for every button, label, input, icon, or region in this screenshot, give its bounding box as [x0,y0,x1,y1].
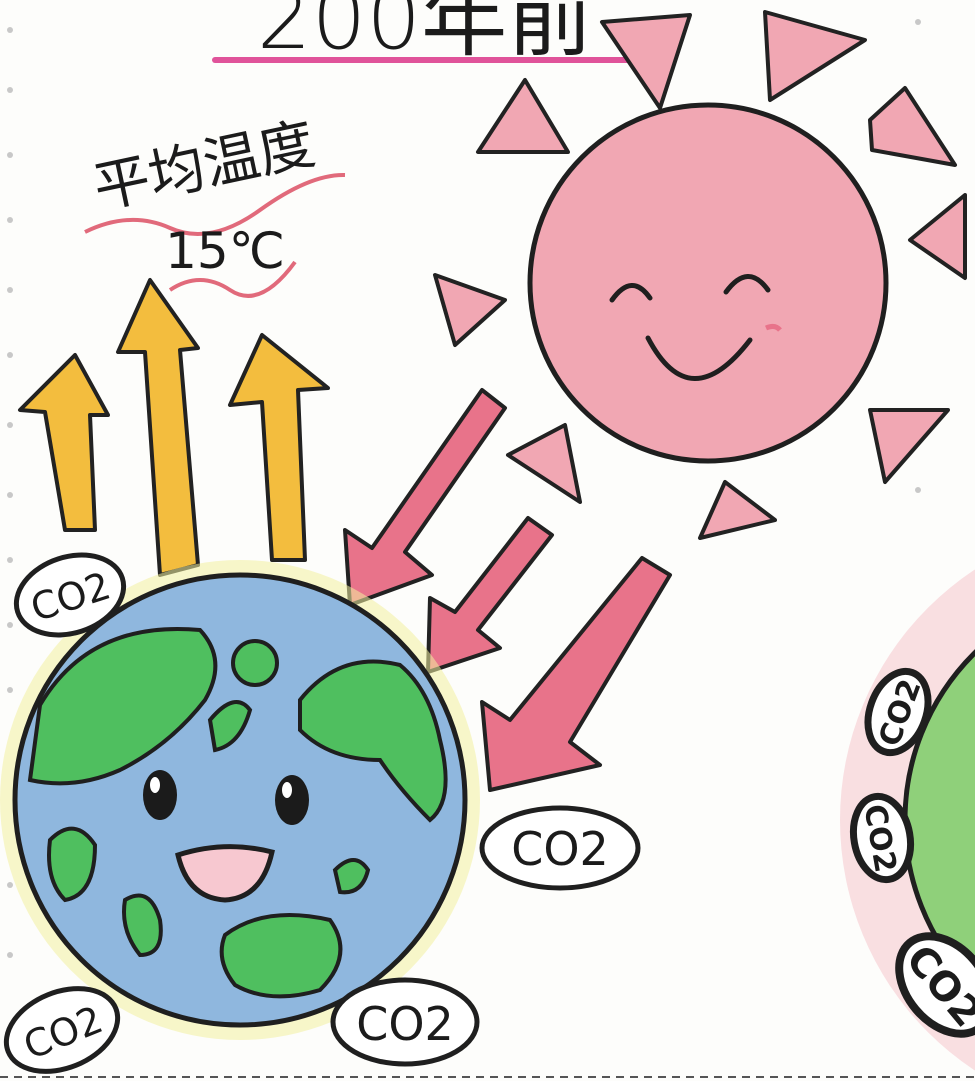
temperature-value-underline [168,260,297,298]
second-earth-partial: CO2 CO2 CO2 [840,569,975,1071]
temperature-label: 平均温度 [88,112,321,222]
island-right [332,858,371,895]
sun-body [527,102,889,464]
earth-right-eye [275,775,309,825]
earth-left-eye-shine [150,777,160,793]
continent-bottom [219,913,343,999]
sun-right-eye [723,274,771,295]
continent-left [27,627,218,786]
island-japan [207,700,253,753]
sunlight-arrow-3 [480,556,672,792]
earth [12,572,468,1028]
temperature-annotation: 平均温度 [88,112,321,222]
sun-smile [645,335,753,381]
co2-label: CO2 [511,822,609,876]
sun [527,102,889,464]
sunlight-arrow-1 [343,388,507,607]
heat-arrow-middle [116,278,200,577]
temperature-label-underline [84,172,346,236]
sun-left-eye [609,283,653,303]
sunlight-arrow-2 [426,516,554,674]
island-bottom-left [122,893,163,958]
incoming-sunlight-arrows [343,388,672,792]
sun-rays [433,10,967,540]
co2-badge-3: CO2 [3,986,121,1074]
co2-label: CO2 [356,997,454,1051]
continent-right [298,659,448,823]
margin-dots [7,19,921,958]
heat-arrow-right [228,333,330,562]
temperature-value: 15℃ [165,222,285,280]
heat-arrow-left [18,353,110,532]
co2-badge-4: CO2 [330,977,480,1067]
co2-badge-2: CO2 [479,805,641,891]
island-left [47,826,98,903]
earth-right-eye-shine [282,782,292,798]
earth-mouth [175,844,275,903]
co2-badge-1: CO2 [13,552,127,638]
outgoing-heat-arrows [18,278,330,577]
page-title: 200年前 [212,0,673,69]
sun-blush [764,323,782,332]
earth-left-eye [143,770,177,820]
island-top [231,639,279,687]
